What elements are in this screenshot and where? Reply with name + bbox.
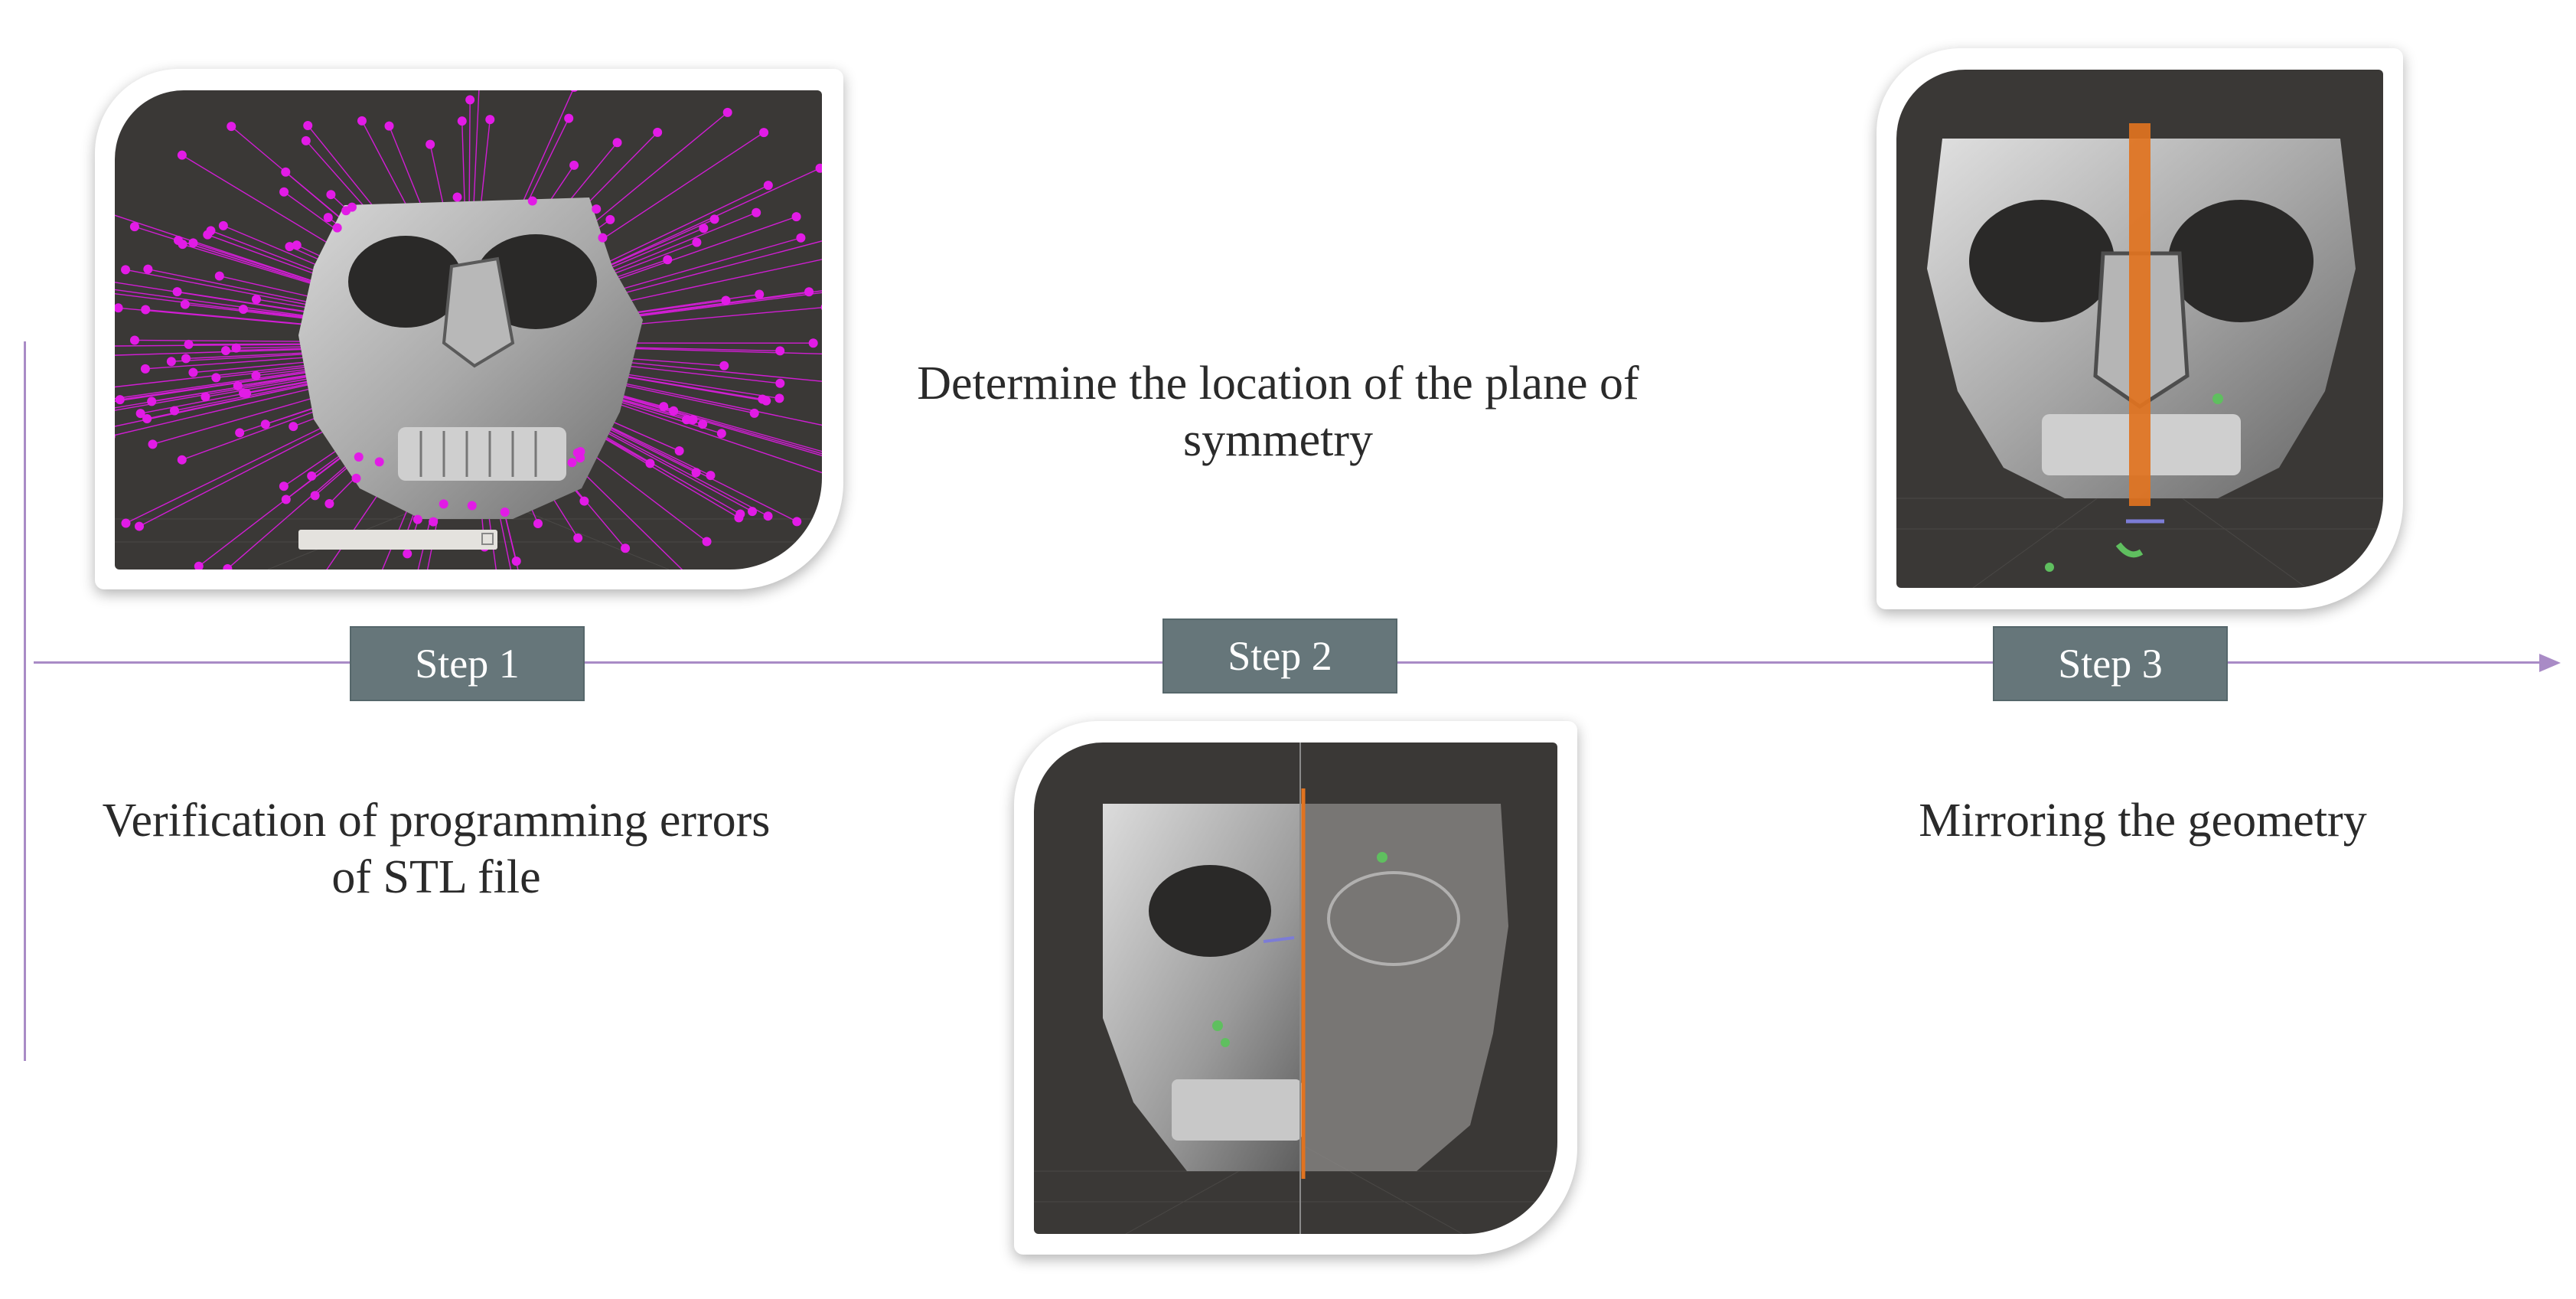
step-3-viewport bbox=[1896, 70, 2383, 588]
step-3-label: Step 3 bbox=[1993, 626, 2228, 701]
timeline-arrowhead-icon bbox=[2539, 654, 2561, 672]
step-1-viewport bbox=[115, 90, 822, 570]
timeline-vertical-axis bbox=[24, 341, 26, 1061]
step-1-image-frame bbox=[95, 69, 843, 589]
mirrored-skull-image bbox=[1896, 123, 2383, 588]
skull-error-markers-image bbox=[115, 90, 822, 570]
step-2-viewport bbox=[1034, 743, 1557, 1234]
step-3-description: Mirroring the geometry bbox=[1919, 795, 2367, 847]
skull-symmetry-plane-image bbox=[1034, 743, 1557, 1234]
step-2-label: Step 2 bbox=[1162, 618, 1397, 694]
step-2-description: Determine the location of the plane of s… bbox=[917, 357, 1639, 466]
step-1-label: Step 1 bbox=[350, 626, 585, 701]
step-1-description: Verification of programming errors of ST… bbox=[102, 795, 771, 903]
step-2-image-frame bbox=[1014, 721, 1577, 1255]
step-3-image-frame bbox=[1877, 48, 2403, 609]
